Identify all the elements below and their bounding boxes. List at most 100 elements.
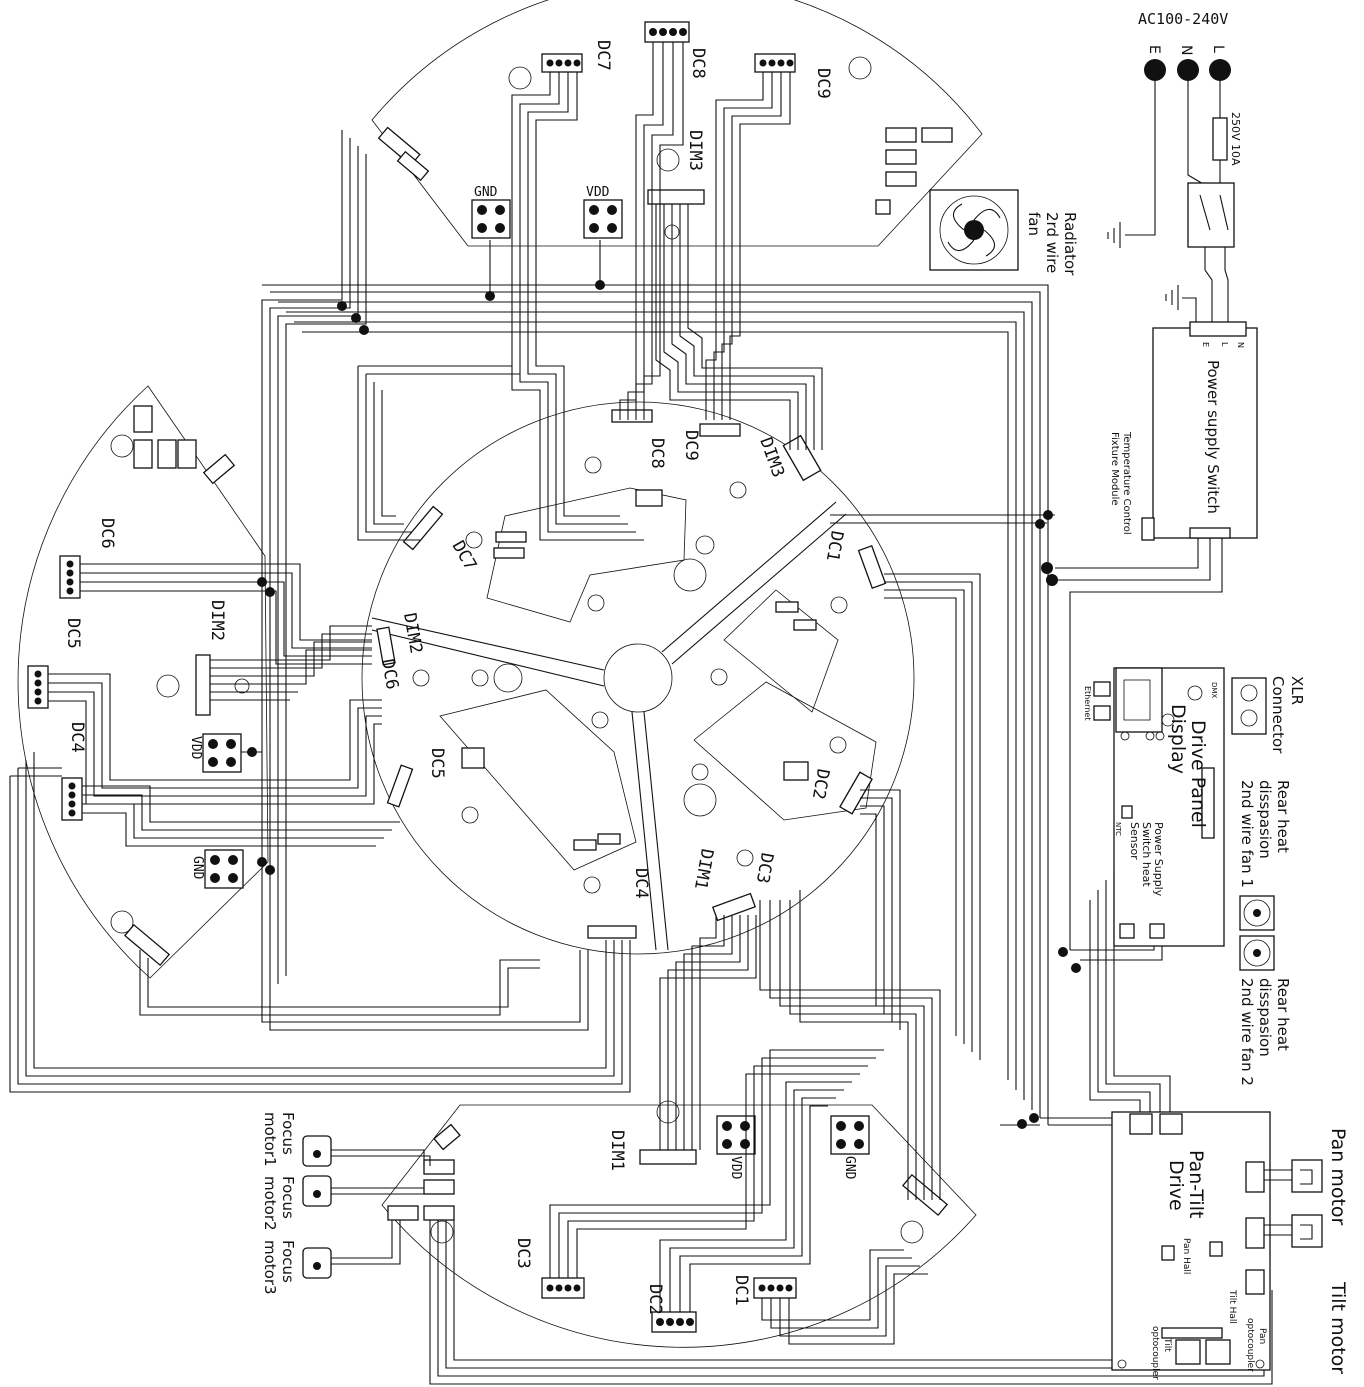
mains-pin-n: N bbox=[1178, 45, 1194, 55]
radiator-fan-label-3: fan bbox=[1025, 212, 1043, 236]
focus-motor-3-label-1: Focus bbox=[279, 1240, 297, 1283]
rear-fan-2-label-3: 2nd wire fan 2 bbox=[1238, 978, 1256, 1086]
focus-motor-2-label-1: Focus bbox=[279, 1176, 297, 1219]
mains-terminal-l bbox=[1209, 59, 1231, 81]
rear-fan-1-label-3: 2nd wire fan 1 bbox=[1238, 780, 1256, 888]
left-dc4-label: DC4 bbox=[67, 722, 87, 753]
pantilt-title-1: Pan-Tilt bbox=[1185, 1150, 1207, 1218]
rear-fan-2-label-2: disspasion bbox=[1256, 978, 1274, 1057]
center-board: DC8 DC9 DIM3 DC7 DC1 DIM2 DC6 DC5 DC4 DI… bbox=[361, 401, 915, 955]
center-dc8-label: DC8 bbox=[647, 438, 667, 469]
radiator-fan-label-1: Radiator bbox=[1061, 212, 1079, 276]
rear-fan-1-label-1: Rear heat bbox=[1274, 780, 1292, 853]
pantilt-pan-opto-1: Pan bbox=[1257, 1328, 1267, 1344]
mains-input: AC100-240V E N L 250V 10A bbox=[1107, 10, 1242, 325]
xlr-label-1: XLR bbox=[1288, 676, 1306, 705]
rear-fan-2-label-1: Rear heat bbox=[1274, 978, 1292, 1051]
psu-label: Power supply Switch bbox=[1204, 360, 1222, 514]
top-dc7-label: DC7 bbox=[593, 40, 613, 71]
center-dc7-label: DC7 bbox=[448, 538, 481, 575]
pantilt-tilt-opto-2: optocoupler bbox=[1150, 1326, 1160, 1380]
earth-symbol-1 bbox=[1107, 222, 1121, 248]
psu-terminal-e: E bbox=[1201, 342, 1210, 347]
center-dc5-label: DC5 bbox=[427, 748, 447, 779]
center-dim1-label: DIM1 bbox=[690, 847, 717, 891]
bottom-vdd-pad bbox=[716, 1115, 756, 1155]
display-note-3: Sensor bbox=[1128, 822, 1141, 860]
tilt-motor-icon bbox=[1291, 1214, 1323, 1248]
mains-pin-e: E bbox=[1146, 45, 1162, 54]
psu-temp-label-1: Fixture Module bbox=[1109, 432, 1120, 506]
xlr-connector bbox=[1231, 677, 1267, 735]
mains-pin-l: L bbox=[1210, 45, 1226, 53]
left-gnd-label: GND bbox=[190, 856, 205, 880]
bottom-gnd-label: GND bbox=[842, 1156, 857, 1180]
tilt-motor-label: Tilt motor bbox=[1327, 1281, 1349, 1374]
center-dc3-label: DC3 bbox=[752, 851, 777, 885]
junction-dots bbox=[247, 280, 1081, 1129]
rear-fan-1-label-2: disspasion bbox=[1256, 780, 1274, 859]
top-vdd-pad bbox=[583, 199, 623, 239]
mains-title: AC100-240V bbox=[1138, 10, 1228, 28]
center-dc2-label: DC2 bbox=[808, 767, 833, 801]
focus-motor-3-label-2: motor3 bbox=[261, 1240, 279, 1295]
focus-motor-1-label-2: motor1 bbox=[261, 1112, 279, 1167]
center-dc4-label: DC4 bbox=[631, 868, 651, 899]
bottom-vdd-label: VDD bbox=[728, 1156, 743, 1180]
pantilt-title-2: Drive bbox=[1165, 1160, 1187, 1211]
psu-terminal-n: N bbox=[1236, 342, 1245, 348]
bottom-board: DIM1 VDD GND DC3 DC2 DC1 bbox=[381, 1100, 977, 1348]
pantilt-pan-hall: Pan Hall bbox=[1181, 1238, 1191, 1274]
left-vdd-pad bbox=[202, 733, 242, 773]
bottom-dc1-label: DC1 bbox=[731, 1275, 751, 1306]
top-vdd-label: VDD bbox=[586, 185, 610, 200]
pan-optocoupler bbox=[1205, 1339, 1231, 1365]
pantilt-tilt-opto-1: Tilt bbox=[1162, 1337, 1172, 1352]
display-ethernet-label: Ethernet bbox=[1083, 686, 1092, 720]
center-dc6-label: DC6 bbox=[377, 657, 402, 691]
xlr-label-2: Connector bbox=[1269, 676, 1287, 754]
center-dim3-label: DIM3 bbox=[755, 435, 788, 480]
fuse bbox=[1212, 117, 1228, 161]
left-dim2-label: DIM2 bbox=[207, 600, 227, 641]
psu-terminal-l: L bbox=[1220, 342, 1229, 347]
display-note-2: Switch heat bbox=[1140, 822, 1153, 887]
radiator-fan-label-2: 2rd wire bbox=[1043, 212, 1061, 273]
top-gnd-pad bbox=[471, 199, 511, 239]
pantilt-drive: Pan-Tilt Drive Pan Hall Tilt Hall Tilt o… bbox=[1111, 1111, 1349, 1380]
focus-motor-2-label-2: motor2 bbox=[261, 1176, 279, 1231]
center-dc9-label: DC9 bbox=[681, 430, 701, 461]
display-title-1: Display bbox=[1167, 704, 1189, 774]
tilt-optocoupler bbox=[1175, 1339, 1201, 1365]
wiring-harness bbox=[9, 42, 1273, 1385]
bottom-dc3-label: DC3 bbox=[513, 1238, 533, 1269]
pan-motor-label: Pan motor bbox=[1327, 1128, 1349, 1226]
pantilt-tilt-hall: Tilt Hall bbox=[1227, 1289, 1237, 1324]
psu-temp-label-2: Temperature Control bbox=[1121, 431, 1132, 535]
center-dim2-label: DIM2 bbox=[399, 611, 426, 655]
fuse-rating: 250V 10A bbox=[1229, 112, 1242, 166]
left-board: DC6 DC5 DC4 DIM2 VDD GND bbox=[17, 385, 269, 979]
bottom-dim1-label: DIM1 bbox=[607, 1130, 627, 1171]
bottom-dc2-label: DC2 bbox=[645, 1284, 665, 1315]
top-dim3-label: DIM3 bbox=[685, 130, 705, 171]
left-gnd-pad bbox=[204, 849, 244, 889]
left-vdd-label: VDD bbox=[188, 736, 203, 760]
display-drive-panel: Ethernet DMX Display Drive Panel Power S… bbox=[1083, 667, 1306, 1086]
top-gnd-label: GND bbox=[474, 185, 498, 200]
left-dc5-label: DC5 bbox=[63, 618, 83, 649]
display-dmx-label: DMX bbox=[1210, 682, 1218, 698]
pan-motor-icon bbox=[1291, 1159, 1323, 1193]
bottom-gnd-pad bbox=[830, 1115, 870, 1155]
pantilt-pan-opto-2: optocoupler bbox=[1245, 1318, 1255, 1372]
focus-motor-1-label-1: Focus bbox=[279, 1112, 297, 1155]
display-note-1: Power Supply bbox=[1152, 822, 1165, 897]
left-dc6-label: DC6 bbox=[97, 518, 117, 549]
power-supply-switch: E L N Power supply Switch Fixture Module… bbox=[1041, 321, 1258, 950]
display-title-2: Drive Panel bbox=[1187, 720, 1209, 828]
main-switch bbox=[1187, 182, 1235, 248]
top-dc9-label: DC9 bbox=[813, 68, 833, 99]
mains-terminal-e bbox=[1144, 59, 1166, 81]
top-dc8-label: DC8 bbox=[688, 48, 708, 79]
